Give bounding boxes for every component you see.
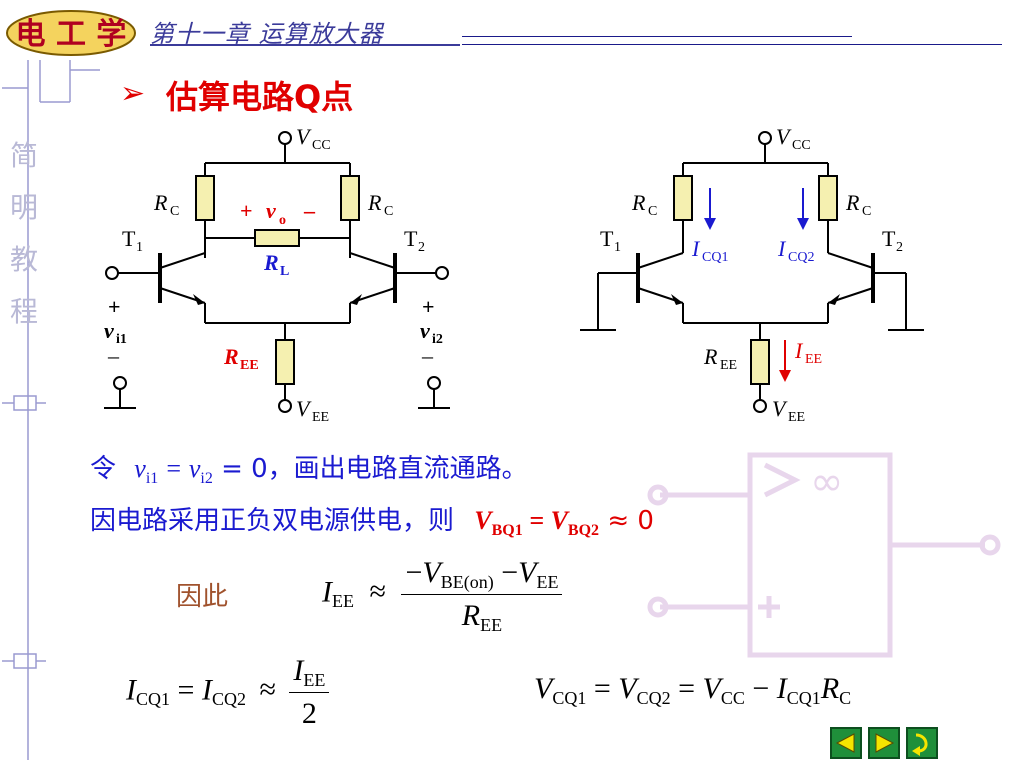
rc-right-sub: C xyxy=(384,204,393,219)
rl-sub: L xyxy=(280,264,289,279)
vi2-sub: i2 xyxy=(432,332,443,347)
circuit-right-diagram: V CC V EE R C R C T 1 T 2 R EE I CQ1 I C… xyxy=(580,124,924,425)
return-button[interactable] xyxy=(906,727,938,759)
t2-emitter-arrow-icon xyxy=(350,294,362,305)
vcc-sub: CC xyxy=(792,138,811,153)
sidebar-char: 明 xyxy=(9,191,38,224)
iee-label: I xyxy=(794,338,804,363)
vee-label: V xyxy=(296,396,312,421)
line1-suffix: = 0，画出电路直流通路。 xyxy=(221,454,528,484)
icq2-arrow-icon xyxy=(797,218,809,230)
vcc-label: V xyxy=(776,124,792,149)
rc-right-label: R xyxy=(845,190,860,215)
icq2-sub: CQ2 xyxy=(788,250,814,265)
rc-right-sub: C xyxy=(862,204,871,219)
ree-label: R xyxy=(703,344,718,369)
t1-emitter-arrow-icon xyxy=(193,294,205,305)
sidebar-vertical-text: 简 明 教 程 xyxy=(8,130,40,338)
t1-label: T xyxy=(122,226,136,251)
rc-left-label: R xyxy=(631,190,646,215)
svg-text:∞: ∞ xyxy=(810,459,843,505)
line2-text: 因电路采用正负双电源供电，则 xyxy=(90,506,455,536)
vbq-symbol: VBQ1 = VBQ2 xyxy=(474,506,600,539)
body-line-2: 因电路采用正负双电源供电，则 VBQ1 = VBQ2 ≈ 0 xyxy=(90,500,654,539)
logo: 电 工 学 xyxy=(6,10,136,56)
vo-label: v xyxy=(266,198,276,223)
sidebar-char: 教 xyxy=(9,243,38,276)
sidebar-char: 简 xyxy=(9,139,38,172)
t2-sub: 2 xyxy=(418,240,425,255)
vo-minus: – xyxy=(303,198,316,223)
t1-sub: 1 xyxy=(614,240,621,255)
side-decoration xyxy=(2,60,100,760)
t2-label: T xyxy=(882,226,896,251)
vcc-label: V xyxy=(296,124,312,149)
t2-label: T xyxy=(404,226,418,251)
vo-plus: + xyxy=(240,198,253,223)
sidebar-char: 程 xyxy=(9,295,38,328)
therefore-label: 因此 xyxy=(176,582,229,612)
opamp-watermark-icon: ∞ xyxy=(647,452,1001,658)
vcc-sub: CC xyxy=(312,138,331,153)
vee-sub: EE xyxy=(312,410,329,425)
slide-title: 估算电路Q点 xyxy=(166,78,354,116)
t2-sub: 2 xyxy=(896,240,903,255)
rc-left-sub: C xyxy=(170,204,179,219)
iee-sub: EE xyxy=(805,352,822,367)
icq-formula: ICQ1 = ICQ2 ≈ IEE 2 xyxy=(126,654,330,731)
icq2-label: I xyxy=(777,236,787,261)
line1-prefix: 令 xyxy=(90,454,117,484)
icq1-sub: CQ1 xyxy=(702,250,728,265)
prev-slide-button[interactable] xyxy=(830,727,862,759)
t2-emitter-arrow-icon xyxy=(828,294,840,305)
title-bullet: ➢ xyxy=(120,76,146,111)
vcq-formula: VCQ1 = VCQ2 = VCC − ICQ1RC xyxy=(534,672,852,708)
ree-sub: EE xyxy=(720,358,737,373)
rc-right-label: R xyxy=(367,190,382,215)
rl-label: R xyxy=(263,250,279,275)
vi2-minus: – xyxy=(421,343,434,368)
rc-left-sub: C xyxy=(648,204,657,219)
vi1-label: v xyxy=(104,318,114,343)
line2-tail: ≈ 0 xyxy=(607,506,654,536)
body-line-1: 令 vi1 = vi2 = 0，画出电路直流通路。 xyxy=(90,448,528,487)
t1-label: T xyxy=(600,226,614,251)
vi1-plus: + xyxy=(108,294,121,319)
iee-formula: IEE ≈ −VBE(on) −VEE REE xyxy=(322,556,563,635)
vi1-symbol: vi1 = vi2 xyxy=(134,454,213,487)
return-arrow-icon xyxy=(912,733,928,756)
vo-sub: o xyxy=(279,213,286,228)
chapter-title: 第十一章 运算放大器 xyxy=(150,20,384,48)
vi1-minus: – xyxy=(107,343,120,368)
ree-sub: EE xyxy=(240,358,259,373)
vee-sub: EE xyxy=(788,410,805,425)
triangle-right-icon xyxy=(875,733,895,753)
vi2-plus: + xyxy=(422,294,435,319)
vee-label: V xyxy=(772,396,788,421)
logo-text: 电 工 学 xyxy=(16,17,127,52)
t1-sub: 1 xyxy=(136,240,143,255)
icq1-arrow-icon xyxy=(704,218,716,230)
icq1-label: I xyxy=(691,236,701,261)
header-rule-2 xyxy=(462,44,1002,45)
circuit-left-diagram: V CC V EE R C R C T 1 T 2 + v i1 – + v i… xyxy=(104,124,450,425)
rc-left-label: R xyxy=(153,190,168,215)
header-rule-1 xyxy=(462,36,852,37)
header-underline xyxy=(150,44,460,46)
iee-arrow-icon xyxy=(779,370,791,382)
triangle-left-icon xyxy=(835,733,855,753)
vi2-label: v xyxy=(420,318,430,343)
t1-emitter-arrow-icon xyxy=(671,294,683,305)
ree-label: R xyxy=(223,344,239,369)
next-slide-button[interactable] xyxy=(868,727,900,759)
vi1-sub: i1 xyxy=(116,332,127,347)
